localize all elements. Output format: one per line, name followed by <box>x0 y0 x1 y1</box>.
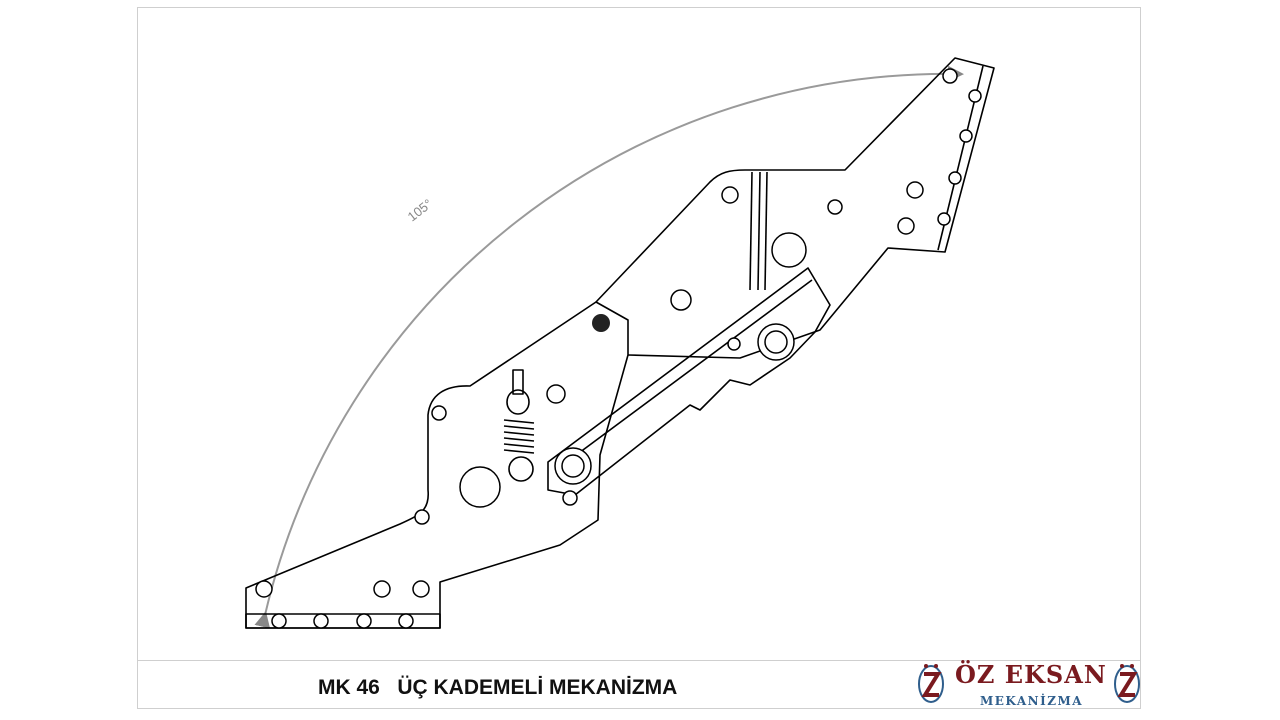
hole <box>906 181 924 199</box>
seat-rail-3 <box>764 171 768 291</box>
hole <box>670 289 692 311</box>
hole <box>414 509 430 525</box>
tooth <box>968 89 982 103</box>
hole <box>942 68 958 84</box>
tooth <box>937 212 951 226</box>
drawing-frame <box>137 7 1141 709</box>
tooth <box>271 613 287 629</box>
angle-label: 105° <box>405 196 435 224</box>
logo-brand: ÖZ EKSAN <box>955 660 1107 689</box>
seat-rail-2 <box>757 171 761 291</box>
tooth <box>356 613 372 629</box>
pivot-rivet-inner <box>764 330 788 354</box>
hole <box>546 384 566 404</box>
spring-pin <box>592 314 610 332</box>
footer-title: MK 46 ÜÇ KADEMELİ MEKANİZMA <box>318 676 678 699</box>
lever-edge <box>555 279 813 471</box>
hole <box>373 580 391 598</box>
angle-arc <box>254 65 964 629</box>
spring-coil <box>503 419 535 454</box>
pivot-rivet-inner <box>561 454 585 478</box>
hole <box>459 466 501 508</box>
spring-anchor <box>508 456 534 482</box>
small-pin <box>727 337 741 351</box>
hole <box>771 232 807 268</box>
hole <box>255 580 273 598</box>
hole <box>897 217 915 235</box>
spring-hook <box>506 389 530 415</box>
hole <box>562 490 578 506</box>
logo-emblem-left <box>918 664 944 703</box>
tooth <box>398 613 414 629</box>
tooth <box>313 613 329 629</box>
tooth <box>948 171 962 185</box>
seat-rail-1 <box>749 171 753 291</box>
spring-rod <box>512 369 524 395</box>
logo-emblem-right <box>1114 664 1140 703</box>
footer-divider <box>137 660 1141 661</box>
mechanism-diagram: 105° <box>245 57 995 629</box>
hole <box>412 580 430 598</box>
hole <box>827 199 843 215</box>
company-logo: ÖZ EKSAN MEKANİZMA <box>914 659 1144 709</box>
seat-plate <box>595 57 995 359</box>
logo-subtitle: MEKANİZMA <box>980 694 1084 708</box>
hole <box>431 405 447 421</box>
hole <box>721 186 739 204</box>
tooth <box>959 129 973 143</box>
base-strip <box>245 613 441 629</box>
